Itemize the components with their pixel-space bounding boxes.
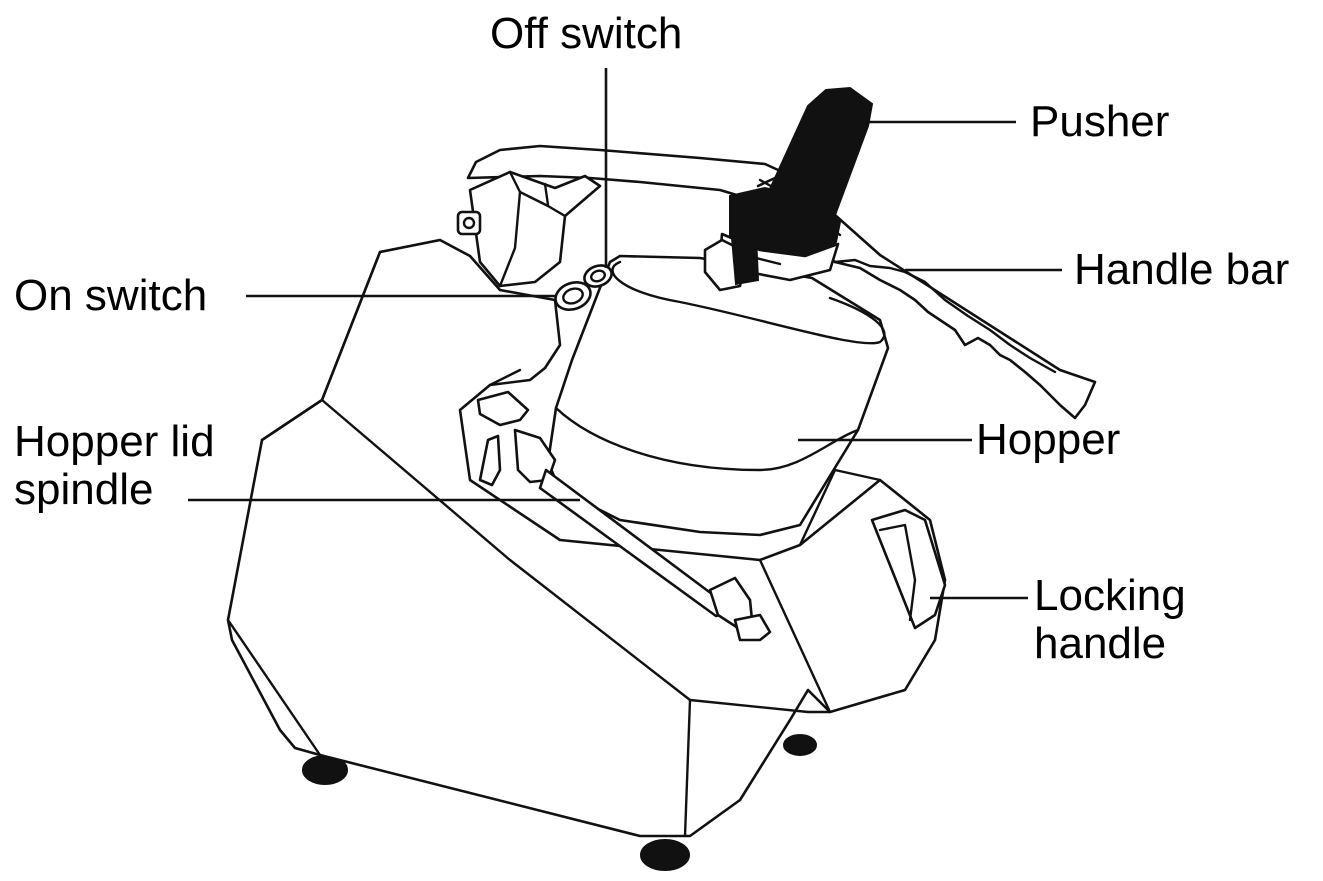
hopper-lid-spindle	[476, 390, 772, 642]
label-hopper: Hopper	[976, 415, 1121, 464]
leader-lines	[188, 68, 1062, 600]
on-off-switches	[554, 264, 613, 311]
label-hopper-lid-spindle-line-2: spindle	[14, 465, 154, 514]
label-locking-handle: Locking handle	[1034, 572, 1186, 668]
label-locking-handle-line-1: Locking	[1034, 571, 1186, 620]
label-on-switch: On switch	[14, 271, 208, 320]
hopper	[546, 254, 890, 537]
label-hopper-lid-spindle: Hopper lid spindle	[14, 418, 215, 514]
pusher	[703, 86, 874, 292]
label-hopper-lid-spindle-line-1: Hopper lid	[14, 417, 215, 466]
switch-housing	[456, 170, 602, 288]
label-locking-handle-line-2: handle	[1034, 619, 1167, 668]
label-pusher: Pusher	[1030, 97, 1170, 146]
label-off-switch: Off switch	[490, 9, 683, 58]
locking-handle	[870, 508, 947, 630]
label-handle-bar: Handle bar	[1074, 245, 1290, 294]
machine-body	[226, 238, 947, 838]
machine-feet	[302, 734, 817, 871]
